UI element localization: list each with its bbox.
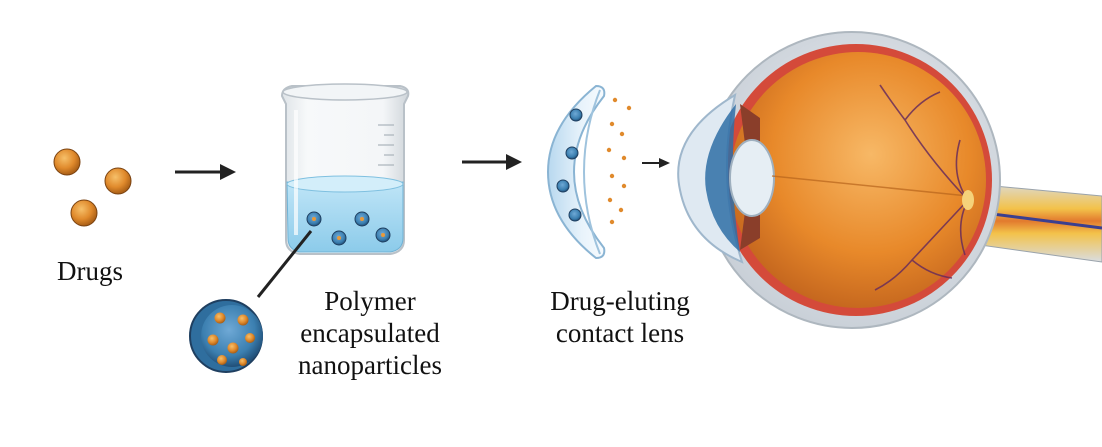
contact-lens-label-line-2: contact lens [555,318,685,348]
arrow-right-icon [642,158,670,168]
nanoparticles-label-line-3: nanoparticles [298,350,442,380]
arrow-right-icon [175,164,236,180]
nanoparticles-label-line-1: Polymer [324,286,416,316]
drugs-label: Drugs [57,256,123,286]
arrow-right-icon [462,154,522,170]
nanoparticles-in-water [306,211,391,246]
drug-pill-icon [104,167,132,195]
beaker-icon [280,83,410,255]
released-drug-dots [606,97,632,225]
nanoparticles-label-line-2: encapsulated [300,318,440,348]
eye-cross-section-icon [677,31,1102,329]
nanoparticles-label: Polymer encapsulated nanoparticles [270,285,470,381]
nanoparticle-icon [189,299,263,373]
callout-line [256,230,313,298]
contact-lens-icon [546,84,632,260]
drug-pill-icon [70,199,98,227]
drugs-group [53,148,132,227]
drug-pill-icon [53,148,81,176]
contact-lens-label-line-1: Drug-eluting [550,286,690,316]
contact-lens-label: Drug-eluting contact lens [510,285,730,349]
